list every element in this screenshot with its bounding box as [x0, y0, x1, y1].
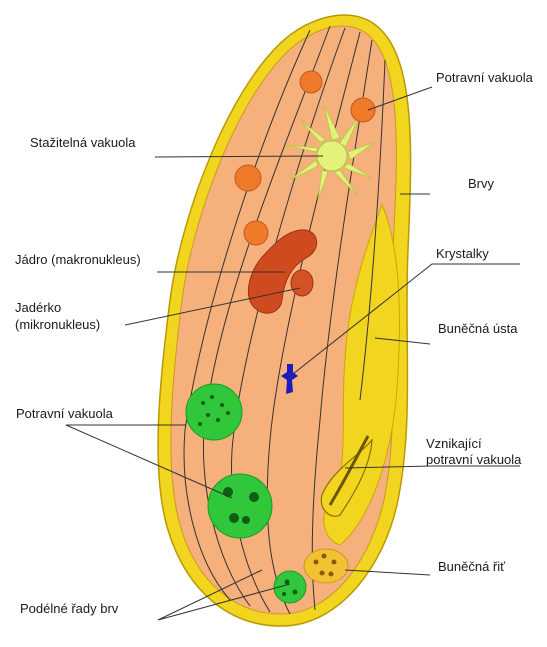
label-podelne-rady: Podélné řady brv [20, 601, 118, 616]
label-stazitelna-vakuola: Stažitelná vakuola [30, 135, 136, 150]
label-bunecna-usta: Buněčná ústa [438, 321, 518, 336]
cytoproct [304, 549, 348, 583]
label-jadro: Jádro (makronukleus) [15, 252, 141, 267]
label-vznikajici-line1: Vznikající [426, 436, 482, 451]
label-bunecna-rit: Buněčná řiť [438, 559, 505, 574]
label-jaderko-line2: (mikronukleus) [15, 317, 100, 332]
micronucleus [291, 270, 313, 296]
label-jaderko-line1: Jadérko [15, 300, 61, 315]
label-potravni-vakuola-top: Potravní vakuola [436, 70, 533, 85]
label-brvy: Brvy [468, 176, 494, 191]
label-potravni-vakuola-left: Potravní vakuola [16, 406, 113, 421]
label-vznikajici-line2: potravní vakuola [426, 452, 521, 467]
label-krystalky: Krystalky [436, 246, 489, 261]
